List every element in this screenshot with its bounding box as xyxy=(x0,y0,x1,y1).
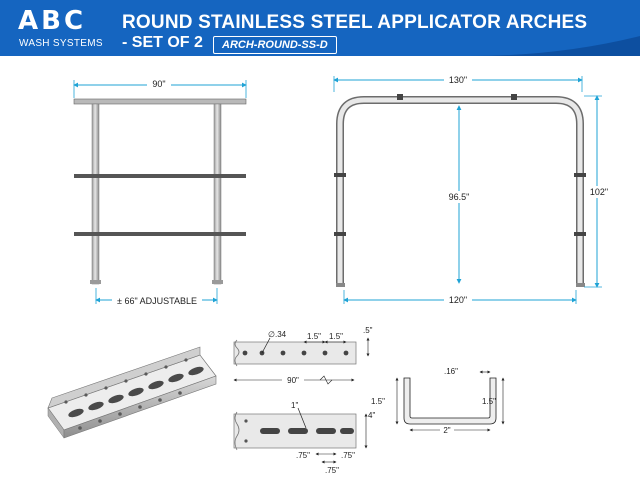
lower-channel-bar xyxy=(74,232,246,236)
header-bar: ABC WASH SYSTEMS ROUND STAINLESS STEEL A… xyxy=(0,0,640,56)
arch-foot-right xyxy=(576,283,585,287)
arch-clamp-left-lower xyxy=(334,232,346,236)
arch-clamp-left-upper xyxy=(334,173,346,177)
side-leg-right xyxy=(213,103,222,285)
inner-width-label-bg xyxy=(444,294,472,306)
hole-view-break-left xyxy=(234,339,240,367)
logo-subtitle: WASH SYSTEMS xyxy=(19,38,103,49)
arch-clamp-right-upper xyxy=(574,173,586,177)
slot-gap-label: .75" xyxy=(325,466,339,475)
channel-3d-view xyxy=(47,346,217,439)
side-leg-left xyxy=(91,103,100,285)
hole-spacing-2-label: 1.5" xyxy=(329,332,343,341)
base-label: 2" xyxy=(443,426,450,435)
inner-width-label: 120" xyxy=(449,295,467,305)
side-foot-right xyxy=(212,280,223,284)
slot-view-break-left xyxy=(234,411,240,451)
hole-view-holes xyxy=(242,350,349,356)
u-channel-profile xyxy=(403,377,497,425)
slot-view-width-label: 4" xyxy=(368,411,375,420)
channel-back-wall xyxy=(47,346,201,409)
channel-holes xyxy=(64,358,188,430)
length-break-symbol xyxy=(319,375,333,385)
hole-spacing-1-bg xyxy=(307,331,323,340)
flange-label: .16" xyxy=(444,367,458,376)
left-height-label: 1.5" xyxy=(371,397,385,406)
slot-length-leader xyxy=(297,407,307,429)
edge-label: .5" xyxy=(363,326,373,335)
side-width-label-bg xyxy=(147,78,171,90)
front-top-label-bg xyxy=(444,74,472,86)
base-label-bg xyxy=(440,425,454,434)
slot-view-slots xyxy=(260,428,354,434)
sku-badge: ARCH-ROUND-SS-D xyxy=(213,36,337,54)
outer-height-label-bg xyxy=(585,186,613,198)
slot-length-label: 1" xyxy=(291,401,298,410)
outer-height-label: 102" xyxy=(590,187,608,197)
arch-foot-left xyxy=(336,283,345,287)
page-subtitle: - SET OF 2 xyxy=(122,34,203,51)
side-width-label: 90" xyxy=(152,79,165,89)
page-title: ROUND STAINLESS STEEL APPLICATOR ARCHES xyxy=(122,12,588,33)
slot-spacing-label-a: .75" xyxy=(296,451,310,460)
brand-logo: ABC WASH SYSTEMS xyxy=(18,8,108,52)
arch-bracket-right xyxy=(511,94,517,100)
slot-view-holes xyxy=(244,419,248,443)
right-height-label: 1.5" xyxy=(482,397,496,406)
hole-spacing-2-bg xyxy=(328,331,344,340)
channel-section-view: .16" 1.5" 1.5" 2" xyxy=(371,367,505,435)
hole-view-length-bg xyxy=(282,375,304,385)
side-foot-left xyxy=(90,280,101,284)
adjustable-label-bg xyxy=(112,296,202,306)
adjustable-label: ± 66" ADJUSTABLE xyxy=(117,296,197,306)
hole-diameter-leader xyxy=(261,337,271,354)
front-top-width-label: 130" xyxy=(449,75,467,85)
hole-diameter-label: ∅.34 xyxy=(268,330,287,339)
channel-hole-view: ∅.34 1.5" 1.5" .5" 90" xyxy=(233,326,373,385)
side-view: 90" ± 66" ADJUSTABLE xyxy=(73,78,247,306)
hole-view-body xyxy=(233,341,357,365)
arch-clamp-right-lower xyxy=(574,232,586,236)
hole-spacing-1-label: 1.5" xyxy=(307,332,321,341)
arch-bracket-left xyxy=(397,94,403,100)
header-wave-shape xyxy=(0,0,640,56)
slot-spacing-label-b: .75" xyxy=(341,451,355,460)
channel-slot-view: 1" 4" .75" .75" .75" xyxy=(233,401,375,475)
hole-view-length-label: 90" xyxy=(287,376,299,385)
front-view: 130" 96.5" 102" 120" xyxy=(333,74,613,306)
top-channel-bar xyxy=(73,98,247,105)
logo-mark: ABC xyxy=(18,6,87,36)
middle-channel-bar xyxy=(74,174,246,178)
inner-height-label-bg xyxy=(444,191,474,203)
arch-tube xyxy=(337,97,583,285)
inner-height-label: 96.5" xyxy=(449,192,470,202)
channel-slots xyxy=(68,366,204,418)
